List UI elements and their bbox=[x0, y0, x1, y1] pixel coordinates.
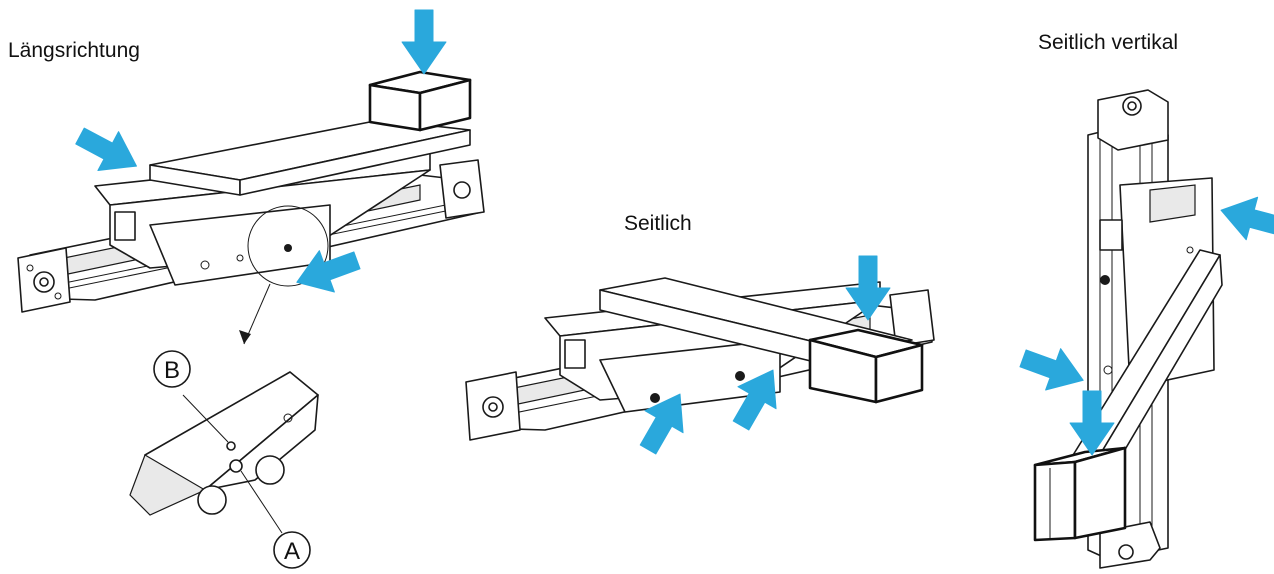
box-load-longitudinal bbox=[368, 70, 472, 132]
caption-lateral: Seitlich bbox=[624, 212, 692, 235]
beam-lateral bbox=[599, 277, 924, 404]
panel-longitudinal: Längsrichtung bbox=[8, 9, 485, 569]
callout-a-label: A bbox=[284, 538, 300, 565]
plate-longitudinal bbox=[149, 119, 471, 196]
detail-part bbox=[129, 371, 319, 534]
panel-lateral: Seitlich bbox=[465, 212, 935, 461]
arrow-icon bbox=[69, 116, 148, 187]
arrow-icon bbox=[1015, 337, 1092, 402]
beam-vertical bbox=[1033, 249, 1223, 542]
detail-magnifier bbox=[247, 205, 329, 287]
detail-pointer-head bbox=[239, 330, 251, 344]
callout-b: B bbox=[153, 350, 191, 388]
callout-b-label: B bbox=[164, 357, 180, 384]
caption-lateral-vertical: Seitlich vertikal bbox=[1038, 31, 1178, 54]
caption-longitudinal: Längsrichtung bbox=[8, 39, 140, 62]
arrow-icon bbox=[401, 9, 447, 75]
arrow-icon bbox=[1214, 188, 1274, 249]
callout-a: A bbox=[273, 531, 311, 569]
panel-lateral-vertical: Seitlich vertikal bbox=[1015, 31, 1274, 569]
